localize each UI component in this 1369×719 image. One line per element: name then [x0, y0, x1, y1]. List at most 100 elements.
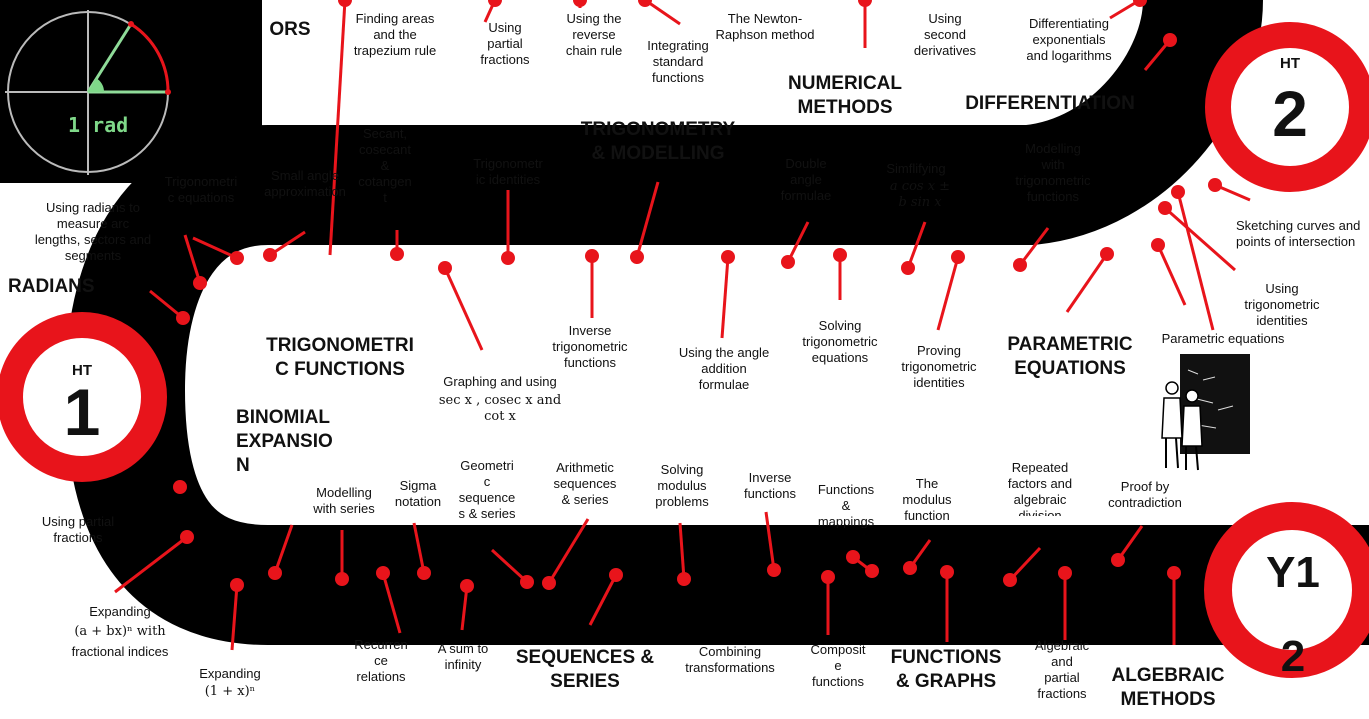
pin-stem	[381, 572, 402, 634]
ht2-ring	[1205, 22, 1369, 192]
heading-binomial: BINOMIAL EXPANSIO N	[236, 407, 333, 476]
pin-group	[114, 0, 1251, 651]
pin-stem	[460, 585, 469, 631]
pin-dot	[180, 530, 194, 544]
pin-stem	[720, 256, 730, 339]
label-repeated-factors: Repeated factors and algebraic division	[1007, 460, 1073, 516]
pin-dot	[417, 566, 431, 580]
pin-dot	[1151, 238, 1165, 252]
y12-line1: Y1	[1266, 548, 1320, 597]
radian-illustration: 1 rad	[0, 0, 262, 183]
pin-dot	[630, 250, 644, 264]
label-graphing-math: sec x , cosec x and cot x	[438, 393, 562, 424]
heading-algebraic-methods: ALGEBRAIC METHODS	[1111, 665, 1225, 710]
heading-trig-modelling: TRIGONOMETRY & MODELLING	[580, 119, 736, 164]
label-angle-addition: Using the angle addition formulae	[678, 345, 770, 392]
label-newton-raphson: The Newton- Raphson method	[715, 11, 815, 42]
pin-dot	[268, 566, 282, 580]
label-reverse-chain: Using the reverse chain rule	[565, 11, 623, 58]
pin-stem	[678, 522, 686, 580]
pin-dot	[390, 247, 404, 261]
label-combining: Combining transformations	[685, 644, 775, 675]
label-simplifying: Simflifying	[886, 161, 946, 176]
label-modulus-problems: Solving modulus problems	[655, 462, 709, 509]
label-integrating: Integrating standard functions	[647, 38, 709, 85]
label-areas: Finding areas and the trapezium rule	[353, 11, 437, 58]
heading-sequences: SEQUENCES & SERIES	[515, 647, 655, 692]
pin-dot	[173, 480, 187, 494]
pin-dot	[865, 564, 879, 578]
pin-stem	[936, 256, 960, 331]
pin-dot	[1111, 553, 1125, 567]
heading-parametric: PARAMETRIC EQUATIONS	[1007, 334, 1133, 379]
pin-dot	[846, 550, 860, 564]
pin-dot	[1167, 566, 1181, 580]
label-sum-infinity: A sum to infinity	[437, 641, 489, 672]
label-partial-fractions-left: Using partial fractions	[41, 514, 115, 545]
pin-dot	[193, 276, 207, 290]
pin-dot	[1013, 258, 1027, 272]
pin-stem	[490, 548, 529, 584]
label-expanding-1x: Expanding	[199, 666, 261, 681]
label-proof-contradiction: Proof by contradiction	[1108, 479, 1182, 510]
pin-dot	[767, 563, 781, 577]
label-inverse-functions: Inverse functions	[743, 470, 797, 501]
pin-dot	[940, 565, 954, 579]
pin-stem	[635, 181, 660, 258]
label-double-angle: Double angle formulae	[780, 156, 832, 203]
radian-label: 1 rad	[68, 113, 129, 137]
pin-stem	[1008, 546, 1042, 582]
pin-stem	[443, 267, 484, 351]
pin-stem	[588, 574, 618, 626]
label-arithmetic: Arithmetic sequences & series	[553, 460, 617, 507]
pin-stem	[183, 234, 202, 284]
label-solving-trig: Solving trigonometric equations	[802, 318, 878, 365]
pin-stem	[273, 524, 294, 574]
pin-dot	[721, 250, 735, 264]
blackboard-illustration	[1161, 354, 1250, 471]
pin-dot	[460, 579, 474, 593]
label-second-derivatives: Using second derivatives	[913, 11, 977, 58]
pin-stem	[1018, 227, 1050, 266]
heading-numerical-methods: NUMERICAL METHODS	[788, 73, 902, 118]
pin-stem	[547, 518, 590, 584]
ht2-small: HT	[1280, 55, 1300, 72]
label-partial-fractions-top: Using partial fractions	[480, 20, 530, 67]
pin-dot	[376, 566, 390, 580]
pin-dot	[677, 572, 691, 586]
label-sigma: Sigma notation	[394, 478, 442, 509]
pin-stem	[1176, 191, 1215, 331]
label-small-angle: Small angle approximation	[264, 168, 346, 199]
label-algebraic-partial: Algebraic and partial fractions	[1034, 638, 1090, 701]
pin-dot	[609, 568, 623, 582]
pin-stem	[230, 584, 239, 651]
label-trig-identities: Trigonometr ic identities	[473, 156, 543, 187]
heading-trig-functions: TRIGONOMETRI C FUNCTIONS	[266, 335, 414, 380]
label-simplifying-math: a cos x ± b sin x	[889, 179, 951, 210]
pin-dot	[338, 0, 352, 7]
pin-stem	[764, 511, 776, 571]
pin-dot	[542, 576, 556, 590]
label-composite: Composit e functions	[810, 642, 866, 689]
label-geometric: Geometri c sequence s & series	[458, 458, 516, 521]
roadmap-road	[64, 0, 1369, 645]
pin-dot	[1003, 573, 1017, 587]
pin-stem	[149, 289, 184, 320]
pin-dot	[638, 0, 652, 7]
pin-dot	[901, 261, 915, 275]
heading-radians: RADIANS	[8, 276, 95, 297]
label-modulus-function: The modulus function	[902, 476, 952, 523]
label-sketching: Sketching curves and points of intersect…	[1236, 218, 1361, 249]
pin-dot	[858, 0, 872, 7]
pin-dot	[821, 570, 835, 584]
ht2-number: 2	[1272, 78, 1308, 150]
unit-circle-graphic	[5, 10, 171, 175]
ht1-small: HT	[72, 362, 92, 379]
pin-dot	[1133, 0, 1147, 7]
pin-dot	[335, 572, 349, 586]
label-expanding-abx: Expanding	[89, 604, 151, 619]
label-diff-exp: Differentiating exponentials and logarit…	[1026, 16, 1112, 63]
pin-dot	[1058, 566, 1072, 580]
label-trig-equations-top: Trigonometri c equations	[164, 174, 238, 205]
pin-dot	[1171, 185, 1185, 199]
